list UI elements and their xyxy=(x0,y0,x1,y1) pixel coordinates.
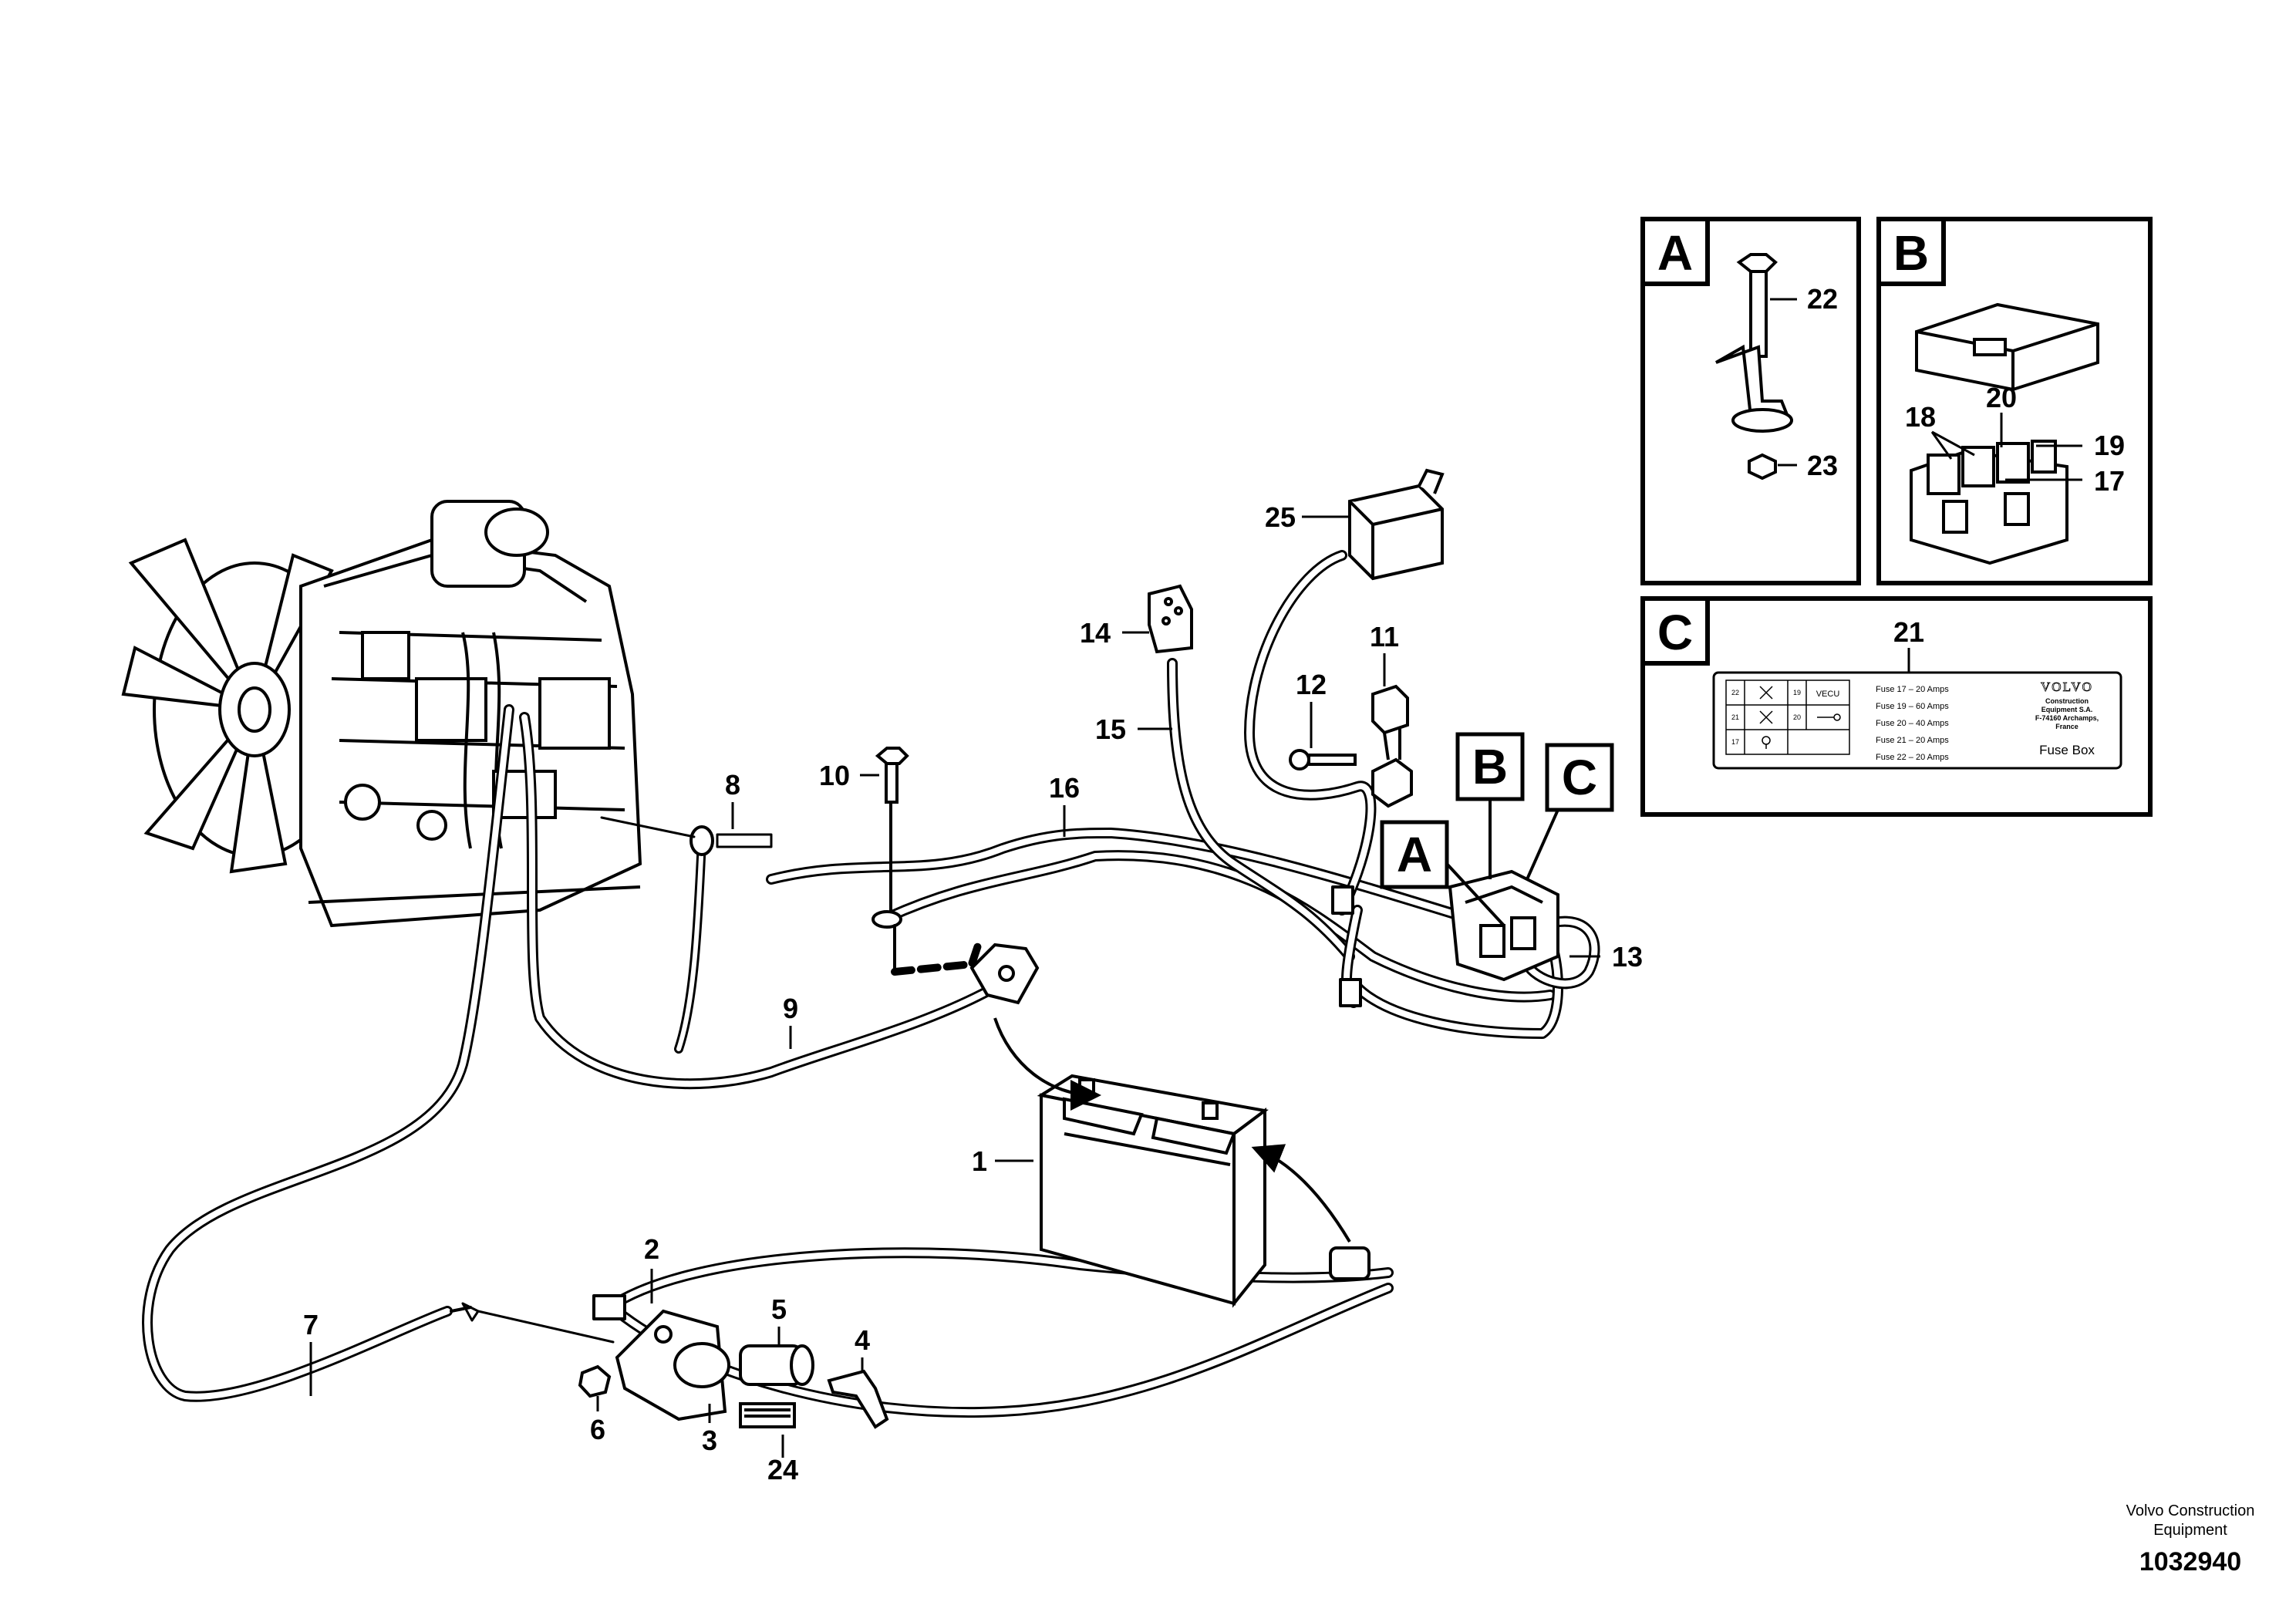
key-icon xyxy=(1817,713,1841,721)
company-line-2: Equipment S.A. xyxy=(2041,706,2093,713)
fuse-box-label: 22 19 21 20 17 VECU Fuse 17 – 20 Amps Fu… xyxy=(1712,671,2122,770)
callout-14: 14 xyxy=(1080,617,1111,649)
callout-22: 22 xyxy=(1807,283,1838,315)
callout-24: 24 xyxy=(767,1454,798,1485)
volvo-brand: VOLVO xyxy=(2041,679,2093,694)
relay-25 xyxy=(1348,468,1445,581)
callout-5: 5 xyxy=(771,1293,787,1325)
screw-12 xyxy=(1289,749,1357,771)
callout-2: 2 xyxy=(644,1233,659,1265)
detail-marker-b: B xyxy=(1455,732,1525,879)
cell-17: 17 xyxy=(1731,738,1739,746)
callout-12: 12 xyxy=(1296,669,1327,700)
footer-company-line-2: Equipment xyxy=(2153,1522,2227,1539)
detail-marker-c: C xyxy=(1526,743,1614,880)
cable-15 xyxy=(1167,658,1355,962)
fuse-19-rating: Fuse 19 – 60 Amps xyxy=(1876,702,1949,711)
cable-13 xyxy=(1352,916,1600,1039)
company-line-3: F-74160 Archamps, xyxy=(2035,714,2099,722)
engine-illustration xyxy=(121,500,642,928)
callouts xyxy=(309,515,1600,1458)
fuse-22-rating: Fuse 22 – 20 Amps xyxy=(1876,753,1949,762)
detail-marker-c-label: C xyxy=(1562,750,1597,805)
drawing-number: 1032940 xyxy=(2139,1547,2241,1576)
callout-1: 1 xyxy=(972,1145,987,1177)
bulb-icon xyxy=(1762,736,1771,749)
detail-panel-c: C 21 22 19 21 20 17 VECU xyxy=(1640,596,2153,817)
fuse-box-title: Fuse Box xyxy=(2039,743,2095,757)
fuse-21-rating: Fuse 21 – 20 Amps xyxy=(1876,736,1949,745)
callout-18: 18 xyxy=(1905,401,1936,433)
panel-a-letter: A xyxy=(1657,225,1693,281)
bracket-3 xyxy=(615,1309,727,1421)
callout-25: 25 xyxy=(1265,501,1296,533)
cable-7 xyxy=(142,704,615,1402)
callout-19: 19 xyxy=(2094,430,2125,461)
cable-8 xyxy=(600,816,773,1054)
fuse-box-cover xyxy=(1915,302,2099,392)
callout-23: 23 xyxy=(1807,450,1838,481)
battery-switch-assembly xyxy=(578,1309,889,1429)
callout-9: 9 xyxy=(783,993,798,1024)
battery-connector xyxy=(969,943,1040,1005)
callout-10: 10 xyxy=(819,760,850,791)
detail-panel-b: B 18 20 19 17 xyxy=(1876,217,2153,585)
cable-9 xyxy=(519,712,1000,1090)
fan-icon xyxy=(1759,686,1773,724)
detail-marker-a: A xyxy=(1380,820,1505,927)
callout-13: 13 xyxy=(1612,941,1643,973)
flow-arrows xyxy=(993,1017,1351,1243)
nut-6 xyxy=(578,1364,612,1398)
callout-7: 7 xyxy=(303,1309,319,1340)
callout-labels: 1 2 3 4 5 6 7 8 9 10 11 12 13 14 15 16 2… xyxy=(303,501,1643,1485)
engine-block xyxy=(299,500,642,928)
fuse-box-base xyxy=(1910,440,2068,565)
fuse-17-rating: Fuse 17 – 20 Amps xyxy=(1876,685,1949,694)
cable-25 xyxy=(1244,550,1377,1008)
detail-panel-a: A 22 23 xyxy=(1640,217,1861,585)
detail-marker-a-label: A xyxy=(1397,827,1432,882)
callout-3: 3 xyxy=(702,1425,717,1456)
panel-c-letter: C xyxy=(1657,605,1693,660)
company-line-1: Construction xyxy=(2045,697,2089,705)
fuse-20-rating: Fuse 20 – 40 Amps xyxy=(1876,719,1949,728)
cell-22: 22 xyxy=(1731,689,1739,696)
switch-body xyxy=(673,1342,730,1388)
callout-20: 20 xyxy=(1986,382,2017,413)
detail-marker-b-label: B xyxy=(1472,739,1508,794)
callout-4: 4 xyxy=(855,1324,870,1356)
company-line-4: France xyxy=(2055,723,2079,730)
callout-8: 8 xyxy=(725,769,740,801)
cell-21: 21 xyxy=(1731,713,1739,721)
cables xyxy=(142,550,1600,1418)
bolt-10 xyxy=(875,747,909,804)
callout-11: 11 xyxy=(1370,621,1399,653)
relay-11 xyxy=(1371,684,1413,808)
panel-b-letter: B xyxy=(1893,225,1929,281)
callout-15: 15 xyxy=(1095,713,1126,745)
footer-company-line-1: Volvo Construction xyxy=(2126,1502,2255,1519)
callout-6: 6 xyxy=(590,1414,605,1445)
callout-21: 21 xyxy=(1893,616,1924,648)
callout-16: 16 xyxy=(1049,772,1080,804)
vecu-label: VECU xyxy=(1816,690,1840,699)
cell-19: 19 xyxy=(1793,689,1801,696)
callout-17: 17 xyxy=(2094,465,2125,497)
fuse-holder-14 xyxy=(1148,584,1193,654)
switch-key-4 xyxy=(827,1369,889,1429)
bolt-22 xyxy=(1715,253,1793,481)
cell-20: 20 xyxy=(1793,713,1801,721)
footer: Volvo Construction Equipment 1032940 xyxy=(2126,1502,2255,1576)
